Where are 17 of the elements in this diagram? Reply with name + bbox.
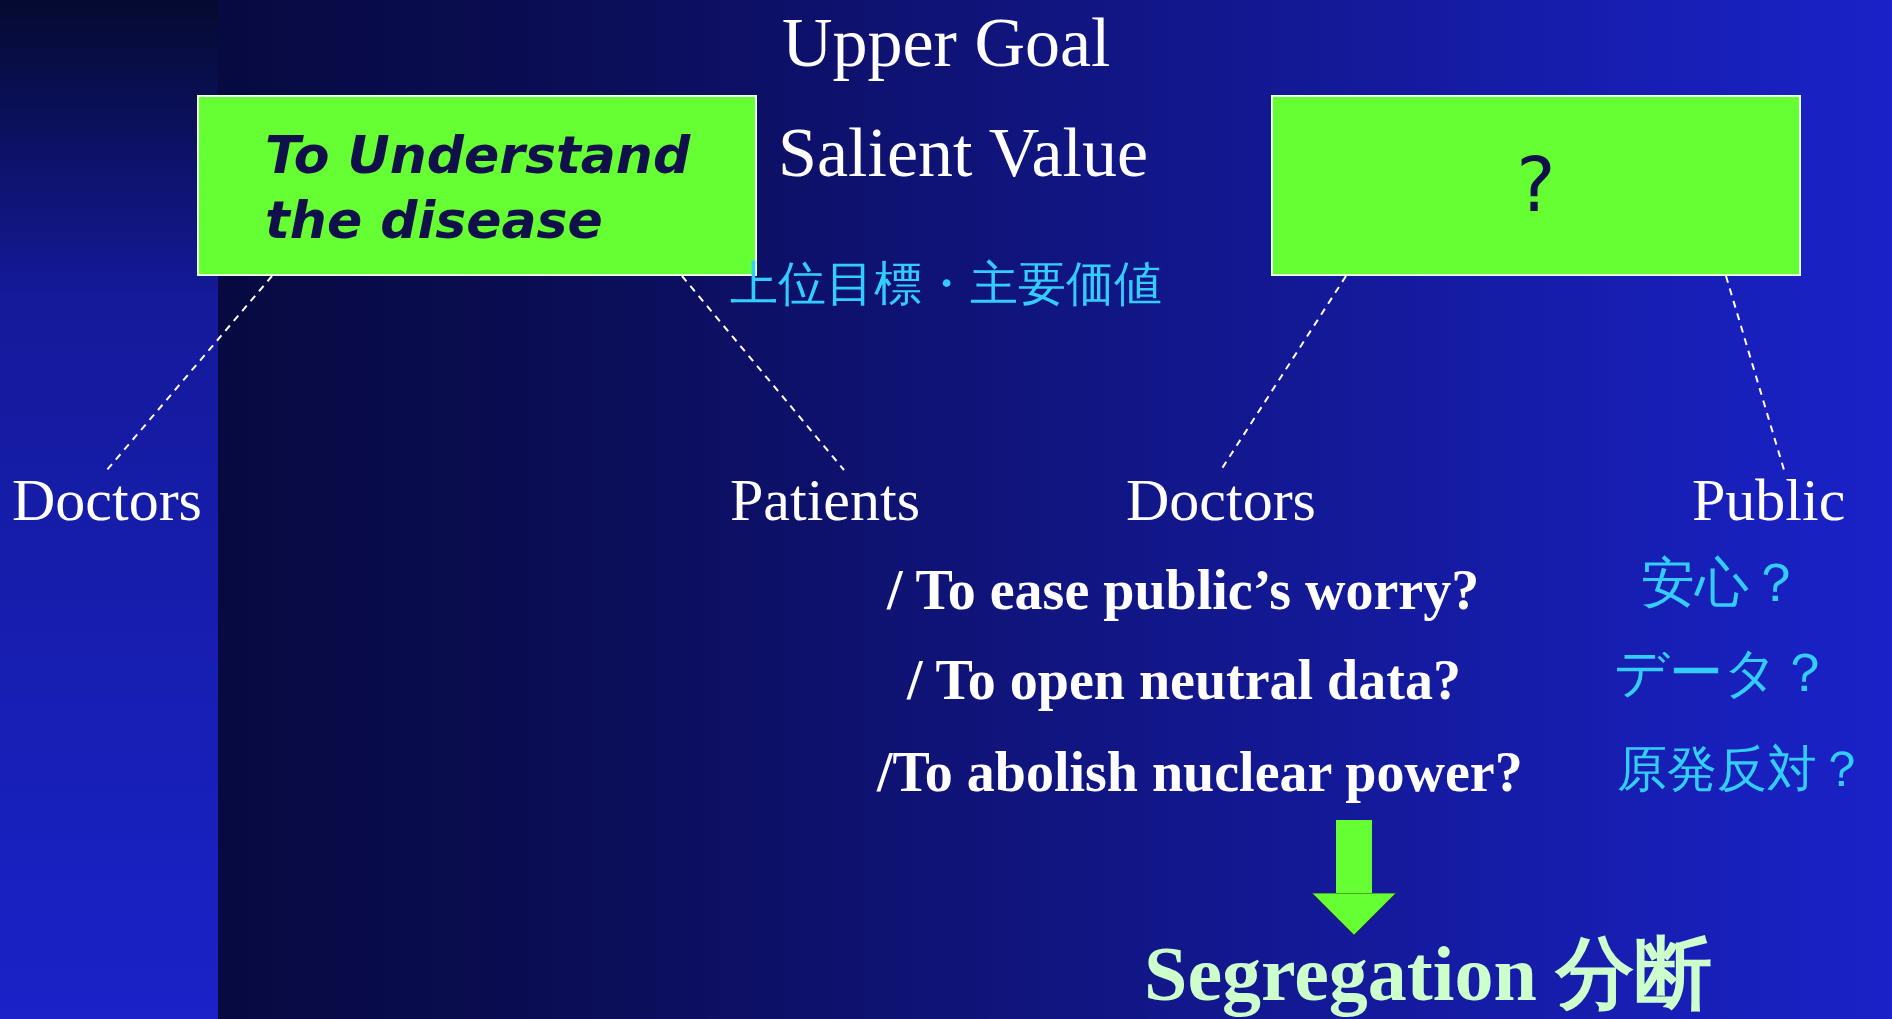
group-label: Public bbox=[1692, 470, 1846, 530]
group-label: Doctors bbox=[1126, 470, 1316, 530]
connector-line bbox=[681, 275, 845, 471]
heading-translation: 上位目標・主要価値 bbox=[730, 260, 1162, 308]
box-text: ? bbox=[1515, 141, 1557, 231]
heading: Salient Value bbox=[778, 118, 1149, 188]
down-arrow bbox=[1311, 820, 1397, 936]
group-label: Patients bbox=[730, 470, 920, 530]
box-text: To Understand the disease bbox=[265, 124, 692, 252]
group-label: Doctors bbox=[12, 470, 202, 530]
translation-text: 原発反対？ bbox=[1617, 744, 1867, 794]
translation-text: 安心？ bbox=[1641, 556, 1803, 610]
connector-line bbox=[106, 275, 273, 471]
goal-box bbox=[1271, 95, 1801, 276]
connector-line bbox=[1220, 275, 1347, 471]
translation-text: データ？ bbox=[1614, 646, 1832, 700]
connector-line bbox=[1725, 275, 1785, 471]
